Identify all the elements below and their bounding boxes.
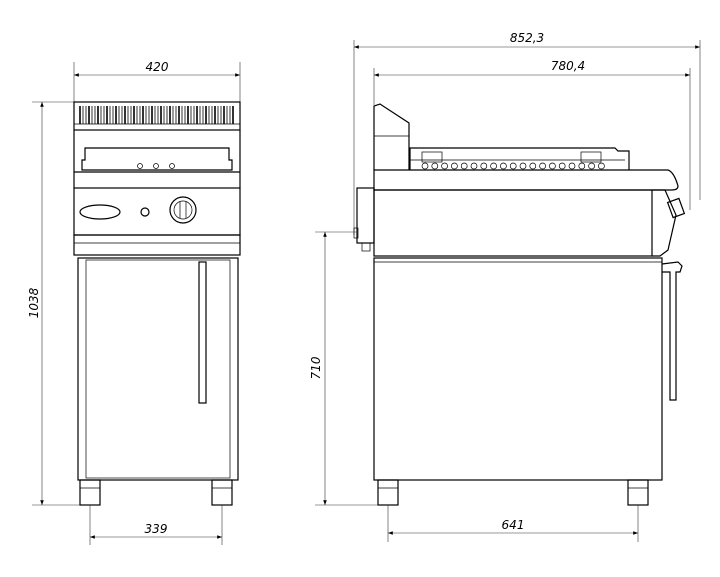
dimension-label: 710 <box>309 356 323 379</box>
foot <box>377 479 399 506</box>
dimension-depth-base: 641 <box>387 505 639 542</box>
dimension-label: 339 <box>145 522 168 536</box>
dimension-label: 852,3 <box>510 31 544 45</box>
dimension-height-total: 1038 <box>27 101 80 506</box>
backsplash <box>373 103 410 170</box>
dimension-width-base: 339 <box>89 505 223 545</box>
ignition-button <box>140 207 150 217</box>
dimension-height-cabinet: 710 <box>309 231 378 506</box>
cabinet <box>373 257 663 481</box>
foot <box>79 479 101 506</box>
dimension-depth-overall: 852,3 <box>353 31 701 235</box>
brand-logo <box>79 204 121 220</box>
top-shelf <box>373 169 679 191</box>
dimension-label: 420 <box>146 60 169 74</box>
dimension-label: 1038 <box>27 287 41 318</box>
control-panel <box>73 187 241 236</box>
foot <box>211 479 233 506</box>
grill-plate <box>81 147 233 171</box>
cabinet-door <box>85 259 231 479</box>
control-knob <box>169 196 197 224</box>
grill-top <box>409 147 630 170</box>
cabinet <box>77 257 239 481</box>
front-view: 420 1038 <box>27 60 241 545</box>
control-knob <box>666 197 686 219</box>
dimension-label: 780,4 <box>551 59 585 73</box>
vent-grille <box>79 106 234 124</box>
dimension-width-top: 420 <box>73 60 241 102</box>
burner-body <box>373 189 653 257</box>
gas-connection <box>356 187 375 244</box>
door-handle <box>661 261 683 401</box>
side-view: 852,3 780,4 <box>309 31 701 542</box>
door-handle <box>198 261 207 404</box>
dimension-label: 641 <box>502 518 525 532</box>
burner-holes <box>421 162 605 170</box>
foot <box>627 479 649 506</box>
dimension-depth-top: 780,4 <box>373 59 691 210</box>
